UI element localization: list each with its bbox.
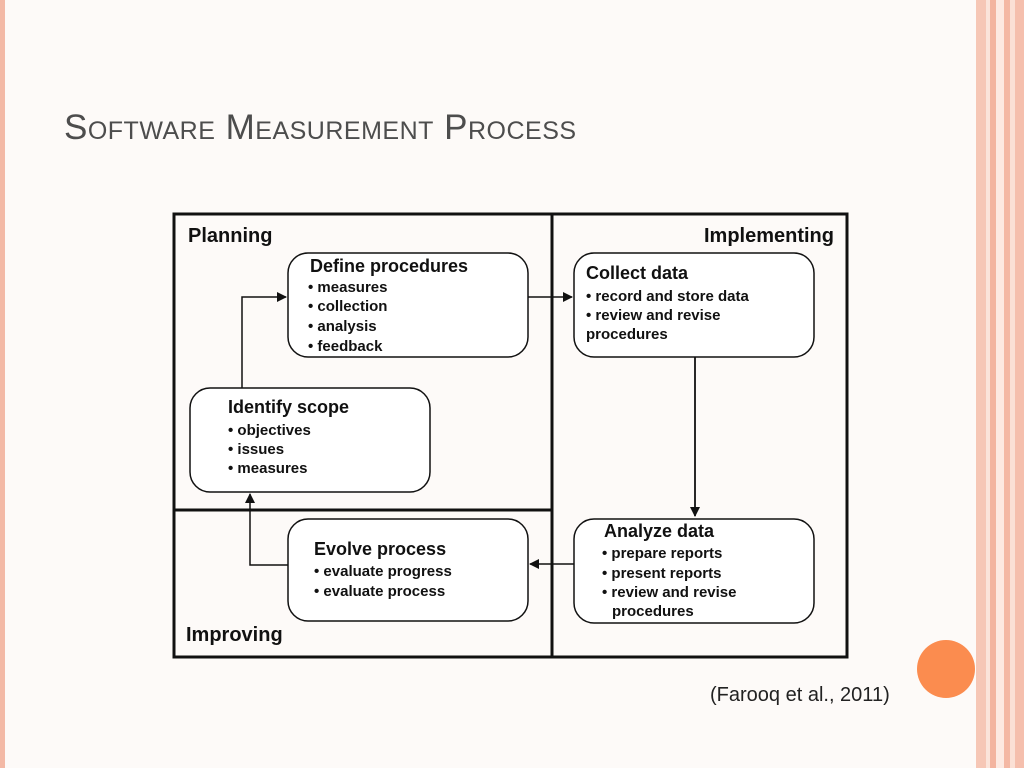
- box-item: • review and revise: [602, 584, 737, 601]
- arrow-identify-to-define: [241, 292, 287, 388]
- box-item: • present reports: [602, 565, 721, 582]
- box-item: • prepare reports: [602, 545, 722, 562]
- right-decorative-stripes: [976, 0, 1024, 768]
- box-item: • measures: [228, 460, 307, 477]
- orange-circle-decoration: [917, 640, 975, 698]
- box-title: Collect data: [586, 263, 689, 283]
- box-item: • record and store data: [586, 288, 749, 305]
- evolve-process-box: Evolve process • evaluate progress • eva…: [287, 518, 529, 622]
- measurement-process-diagram: Planning Implementing Improving Define p…: [172, 212, 849, 659]
- slide-title: Software Measurement Process: [64, 108, 577, 147]
- define-procedures-box: Define procedures • measures • collectio…: [287, 252, 529, 358]
- phase-label-implementing: Implementing: [704, 225, 834, 247]
- phase-label-improving: Improving: [186, 624, 283, 646]
- box-item: • objectives: [228, 422, 311, 439]
- box-item: procedures: [612, 603, 694, 620]
- diagram-frame: [172, 212, 849, 659]
- box-item: • evaluate progress: [314, 563, 452, 580]
- box-item: • analysis: [308, 318, 377, 335]
- box-item: • review and revise: [586, 307, 721, 324]
- box-item: • issues: [228, 441, 284, 458]
- box-title: Identify scope: [228, 397, 349, 417]
- box-title: Define procedures: [310, 256, 468, 276]
- box-title: Evolve process: [314, 539, 446, 559]
- arrow-evolve-to-identify: [245, 493, 288, 566]
- box-item: • measures: [308, 279, 387, 296]
- box-item: procedures: [586, 326, 668, 343]
- identify-scope-box: Identify scope • objectives • issues • m…: [189, 387, 431, 493]
- box-item: • evaluate process: [314, 583, 445, 600]
- collect-data-box: Collect data • record and store data • r…: [573, 252, 815, 358]
- box-title: Analyze data: [604, 521, 715, 541]
- left-decorative-border: [0, 0, 5, 768]
- phase-label-planning: Planning: [188, 225, 272, 247]
- citation: (Farooq et al., 2011): [710, 684, 890, 706]
- analyze-data-box: Analyze data • prepare reports • present…: [573, 518, 815, 624]
- box-item: • collection: [308, 298, 387, 315]
- box-item: • feedback: [308, 338, 383, 355]
